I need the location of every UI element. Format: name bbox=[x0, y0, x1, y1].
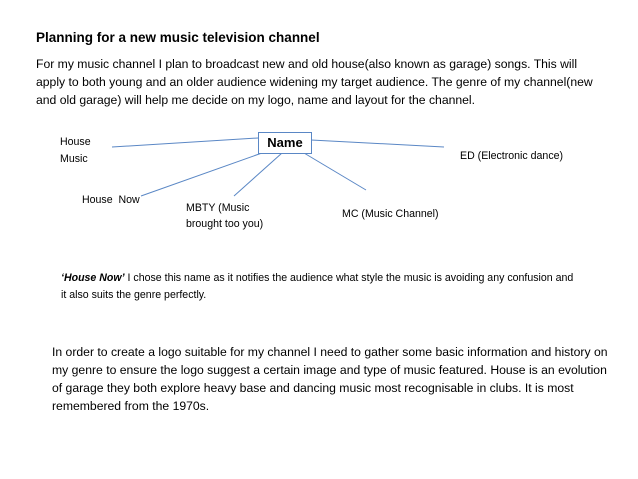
node-mbty-line2: brought too you) bbox=[186, 218, 264, 230]
connector-ed bbox=[310, 139, 445, 148]
page-title: Planning for a new music television chan… bbox=[36, 30, 320, 45]
name-explanation: ‘House Now’ I chose this name as it noti… bbox=[61, 270, 581, 304]
closing-paragraph: In order to create a logo suitable for m… bbox=[52, 345, 608, 413]
node-ed: ED (Electronic dance) bbox=[460, 150, 564, 162]
connector-house-music bbox=[111, 137, 259, 148]
node-mbty-line1: MBTY (Music bbox=[186, 202, 250, 214]
node-mc: MC (Music Channel) bbox=[342, 208, 439, 220]
node-mbty: MBTY (Music brought too you) bbox=[186, 201, 263, 231]
name-explanation-lead: ‘House Now’ bbox=[61, 272, 125, 284]
name-explanation-text: I chose this name as it notifies the aud… bbox=[61, 272, 574, 301]
node-house-music: House Music bbox=[60, 135, 91, 166]
connector-mc bbox=[303, 152, 367, 191]
intro-paragraph: For my music channel I plan to broadcast… bbox=[36, 57, 593, 107]
node-house-music-line2: Music bbox=[60, 153, 88, 165]
node-house-music-line1: House bbox=[60, 136, 91, 148]
connector-mbty bbox=[233, 152, 283, 197]
connector-house-now bbox=[140, 152, 263, 197]
center-node-name: Name bbox=[258, 132, 312, 154]
node-house-now: House Now bbox=[82, 194, 140, 206]
